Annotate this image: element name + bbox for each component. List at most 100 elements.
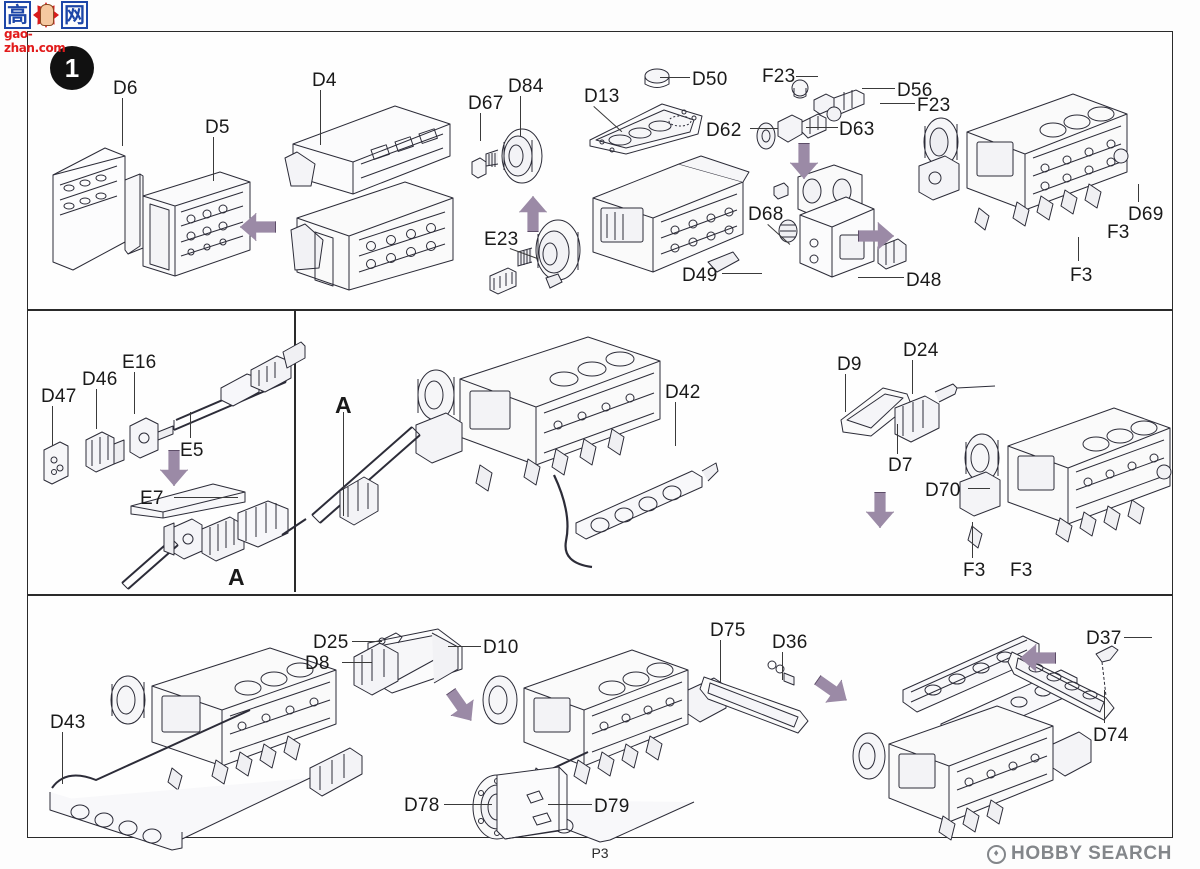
leader-d62 bbox=[750, 128, 778, 129]
leader-e7 bbox=[174, 497, 238, 498]
label-f3-p2-a: F3 bbox=[963, 560, 986, 581]
label-d68: D68 bbox=[748, 204, 784, 225]
label-d75: D75 bbox=[710, 620, 746, 641]
label-d69: D69 bbox=[1128, 204, 1164, 225]
part-d67-d84-flywheel-art bbox=[468, 120, 558, 200]
assembly-engine-with-barrel-art bbox=[281, 335, 720, 585]
label-d37: D37 bbox=[1086, 628, 1122, 649]
label-d50: D50 bbox=[692, 69, 728, 90]
logo-url: gao-zhan.com bbox=[4, 27, 66, 55]
label-f23-lower: F23 bbox=[917, 95, 951, 116]
panel-divider-1 bbox=[28, 309, 1172, 311]
page-number: P3 bbox=[591, 845, 609, 861]
leader-d25 bbox=[352, 641, 382, 642]
assembly-engine-complete-p2-art bbox=[950, 400, 1180, 590]
leader-d37 bbox=[1124, 637, 1152, 638]
label-d36: D36 bbox=[772, 632, 808, 653]
leader-d4 bbox=[320, 90, 321, 145]
label-d4: D4 bbox=[312, 70, 337, 91]
label-f3-p1-a: F3 bbox=[1107, 222, 1130, 243]
label-f23-upper: F23 bbox=[762, 66, 796, 87]
label-d74: D74 bbox=[1093, 725, 1129, 746]
label-d49: D49 bbox=[682, 265, 718, 286]
part-e5-gun-upper-art bbox=[215, 330, 306, 410]
label-d6: D6 bbox=[113, 78, 138, 99]
label-f3-p2-b: F3 bbox=[1010, 560, 1033, 581]
assembly-a-subassembly-art bbox=[120, 500, 295, 595]
leader-d67 bbox=[480, 113, 481, 141]
leader-d9 bbox=[845, 374, 846, 412]
part-e23-starter-art bbox=[486, 210, 596, 300]
leader-d5 bbox=[213, 137, 214, 181]
label-d9: D9 bbox=[837, 354, 862, 375]
label-d70: D70 bbox=[925, 480, 961, 501]
label-d48: D48 bbox=[906, 270, 942, 291]
leader-e5 bbox=[190, 412, 191, 438]
label-e5: E5 bbox=[180, 440, 204, 461]
label-d78: D78 bbox=[404, 795, 440, 816]
label-e23: E23 bbox=[484, 229, 519, 250]
step-number-badge: 1 bbox=[50, 46, 94, 90]
leader-d42 bbox=[675, 402, 676, 446]
label-subassembly-a-bottom: A bbox=[228, 564, 245, 590]
leader-d7 bbox=[897, 424, 898, 454]
leader-d48 bbox=[858, 277, 904, 278]
label-d42: D42 bbox=[665, 382, 701, 403]
label-d24: D24 bbox=[903, 340, 939, 361]
label-d8: D8 bbox=[305, 653, 330, 674]
hobby-search-text: HOBBY SEARCH bbox=[1011, 843, 1172, 864]
label-e7: E7 bbox=[140, 488, 164, 509]
leader-d49 bbox=[722, 273, 762, 274]
part-d6-d5-housing-art bbox=[45, 130, 260, 290]
leader-d24 bbox=[912, 360, 913, 394]
leader-d43 bbox=[62, 732, 63, 784]
panel-divider-vertical bbox=[294, 309, 296, 592]
leader-d50 bbox=[660, 77, 690, 78]
leader-f3-p2-a bbox=[972, 522, 973, 558]
label-d5: D5 bbox=[205, 117, 230, 138]
part-d50-cap-art bbox=[640, 66, 674, 94]
part-d9-d7-d24-bracket-art bbox=[835, 370, 996, 460]
leader-d74 bbox=[1104, 690, 1105, 723]
leader-d78 bbox=[444, 804, 492, 805]
part-engine-block-main-art bbox=[583, 152, 753, 287]
label-d56: D56 bbox=[897, 80, 933, 101]
label-d79: D79 bbox=[594, 796, 630, 817]
part-e7-sleeve-art bbox=[125, 480, 255, 520]
leader-d56 bbox=[862, 88, 895, 89]
assembly-engine-p3-left-art bbox=[40, 647, 370, 851]
leader-d70 bbox=[968, 488, 990, 489]
label-d43: D43 bbox=[50, 712, 86, 733]
leader-f3b bbox=[1078, 237, 1079, 261]
leader-d46 bbox=[96, 389, 97, 429]
leader-d36 bbox=[782, 652, 783, 680]
leader-a-main bbox=[343, 412, 344, 516]
logo-char-left: 高 bbox=[4, 1, 31, 29]
part-d47-d46-e16-e5-barrel-art bbox=[38, 371, 289, 570]
label-d25: D25 bbox=[313, 632, 349, 653]
leader-e16 bbox=[134, 372, 135, 414]
label-d67: D67 bbox=[468, 93, 504, 114]
leader-d75 bbox=[720, 640, 721, 682]
part-d13-valve-cover-art bbox=[586, 98, 706, 158]
leader-d8 bbox=[342, 662, 372, 663]
label-d10: D10 bbox=[483, 637, 519, 658]
part-d75-d36-rail-art bbox=[699, 655, 840, 745]
label-d47: D47 bbox=[41, 386, 77, 407]
label-e16: E16 bbox=[122, 352, 157, 373]
label-d84: D84 bbox=[508, 76, 544, 97]
hobby-search-watermark: ♦ HOBBY SEARCH bbox=[987, 843, 1172, 865]
leader-d10 bbox=[448, 646, 481, 647]
leader-d69 bbox=[1138, 184, 1139, 202]
label-d62: D62 bbox=[706, 120, 742, 141]
part-f23-d56-d62-d63-linkage-art bbox=[748, 70, 898, 180]
part-d68-d49-d48-pump-art bbox=[770, 164, 920, 285]
label-d46: D46 bbox=[82, 369, 118, 390]
logo-star-thumb-icon bbox=[33, 2, 59, 28]
leader-d84 bbox=[520, 96, 521, 136]
flame-icon: ♦ bbox=[987, 844, 1007, 864]
logo-glyph-row: 高 网 bbox=[4, 1, 90, 29]
site-logo-watermark: 高 网 gao-zhan.com bbox=[4, 1, 90, 55]
label-d13: D13 bbox=[584, 86, 620, 107]
